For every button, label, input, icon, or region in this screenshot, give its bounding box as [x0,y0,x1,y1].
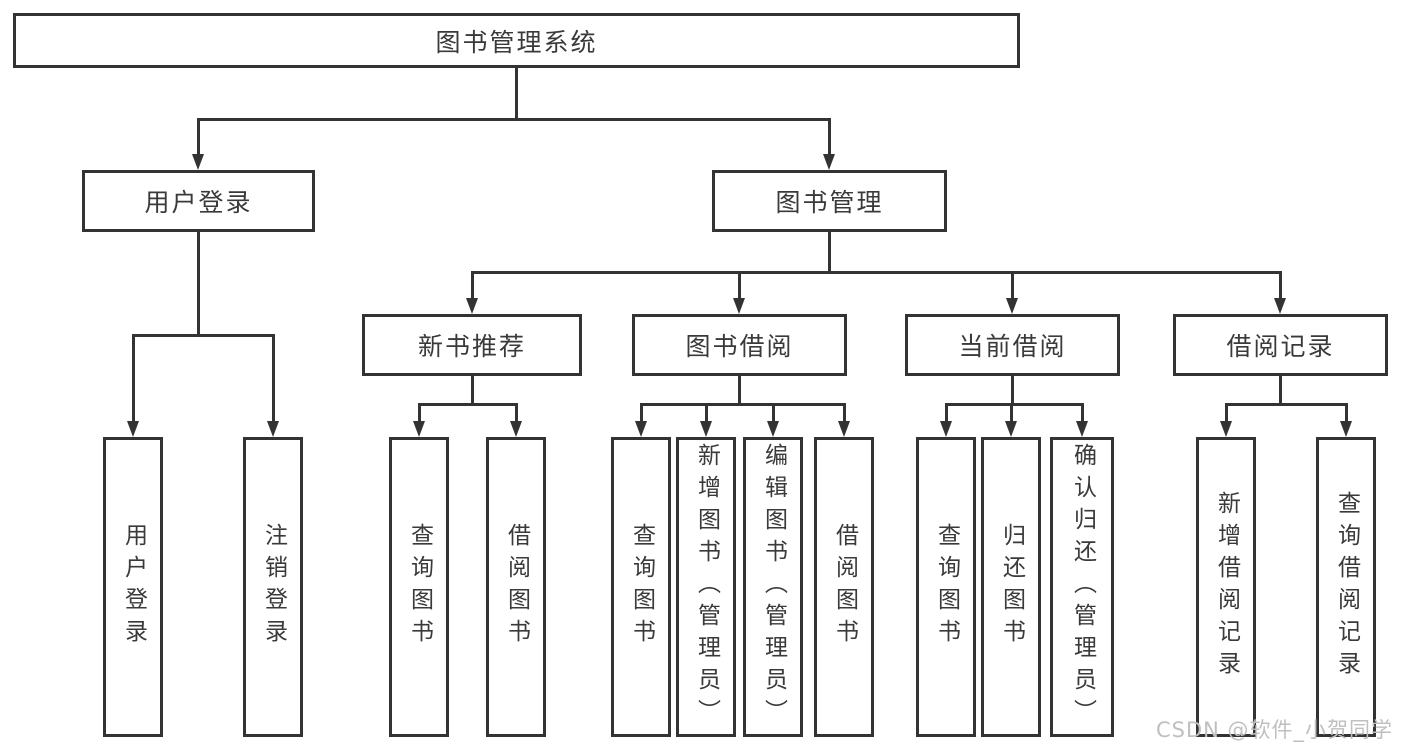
node-new-book-recommend: 新书推荐 [362,314,582,376]
connector-line [197,118,200,156]
node-leaf-add-borrow-record: 新增借阅记录 [1196,437,1256,737]
arrow-down-icon [1076,421,1088,437]
node-leaf-user-login: 用户登录 [103,437,163,737]
node-label: 图书管理 [775,188,884,217]
connector-line [515,68,518,120]
node-current-borrowing: 当前借阅 [905,314,1120,376]
node-user-login: 用户登录 [82,170,315,232]
node-leaf-borrow-books-2: 借阅图书 [814,437,874,737]
arrow-down-icon [635,421,647,437]
node-borrow-records: 借阅记录 [1173,314,1388,376]
connector-line [197,232,200,336]
node-label: 确认归还（管理员） [1069,443,1096,731]
node-root-system: 图书管理系统 [13,13,1020,68]
connector-line [1279,376,1282,406]
node-leaf-borrow-books-1: 借阅图书 [486,437,546,737]
arrow-down-icon [1005,421,1017,437]
node-label: 归还图书 [998,523,1025,651]
node-leaf-confirm-return-admin: 确认归还（管理员） [1050,437,1114,737]
arrow-down-icon [940,421,952,437]
connector-line [705,403,708,423]
connector-line [945,403,948,423]
node-label: 查询图书 [933,523,960,651]
node-label: 编辑图书（管理员） [760,443,787,731]
node-label: 用户登录 [144,188,253,217]
connector-line [843,403,846,423]
node-leaf-query-books-1: 查询图书 [389,437,449,737]
node-leaf-query-borrow-record: 查询借阅记录 [1316,437,1376,737]
node-book-management: 图书管理 [712,170,947,232]
connector-line [738,271,741,299]
arrow-down-icon [1006,298,1018,314]
connector-line [945,403,1084,406]
node-book-borrowing: 图书借阅 [632,314,847,376]
connector-line [828,118,831,156]
connector-line [1279,271,1282,299]
connector-line [1011,271,1014,299]
connector-line [515,403,518,423]
arrow-down-icon [733,298,745,314]
node-leaf-return-books: 归还图书 [981,437,1041,737]
node-label: 新书推荐 [417,332,526,361]
node-leaf-query-books-2: 查询图书 [611,437,671,737]
arrow-down-icon [413,421,425,437]
node-label: 图书借阅 [685,332,794,361]
node-leaf-query-books-3: 查询图书 [916,437,976,737]
connector-line [471,376,474,406]
node-label: 新增借阅记录 [1213,491,1240,683]
connector-line [471,271,1282,274]
connector-line [738,376,741,406]
connector-line [1225,403,1228,423]
connector-line [640,403,643,423]
connector-line [1225,403,1348,406]
connector-line [132,334,275,337]
node-label: 注销登录 [260,523,287,651]
arrow-down-icon [1340,421,1352,437]
arrow-down-icon [267,421,279,437]
arrow-down-icon [1274,298,1286,314]
connector-line [1345,403,1348,423]
arrow-down-icon [823,154,835,170]
node-label: 借阅图书 [831,523,858,651]
node-label: 查询图书 [406,523,433,651]
arrow-down-icon [192,154,204,170]
node-label: 图书管理系统 [435,27,598,57]
node-label: 借阅记录 [1226,332,1335,361]
connector-line [418,403,421,423]
arrow-down-icon [1220,421,1232,437]
arrow-down-icon [838,421,850,437]
node-leaf-edit-books-admin: 编辑图书（管理员） [743,437,803,737]
connector-line [272,334,275,422]
connector-line [471,271,474,299]
node-leaf-logout: 注销登录 [243,437,303,737]
node-leaf-add-books-admin: 新增图书（管理员） [676,437,736,737]
connector-line [197,118,831,121]
node-label: 借阅图书 [503,523,530,651]
watermark: CSDN @软件_小贺同学 [1156,718,1394,742]
node-label: 新增图书（管理员） [693,443,720,731]
connector-line [1011,376,1014,406]
connector-line [132,334,135,422]
node-label: 查询借阅记录 [1333,491,1360,683]
arrow-down-icon [466,298,478,314]
connector-line [1010,403,1013,423]
node-label: 查询图书 [628,523,655,651]
connector-line [1081,403,1084,423]
arrow-down-icon [767,421,779,437]
arrow-down-icon [127,421,139,437]
connector-line [828,232,831,274]
arrow-down-icon [700,421,712,437]
connector-line [640,403,846,406]
node-label: 用户登录 [120,523,147,651]
arrow-down-icon [510,421,522,437]
connector-line [772,403,775,423]
connector-line [418,403,518,406]
node-label: 当前借阅 [958,332,1067,361]
